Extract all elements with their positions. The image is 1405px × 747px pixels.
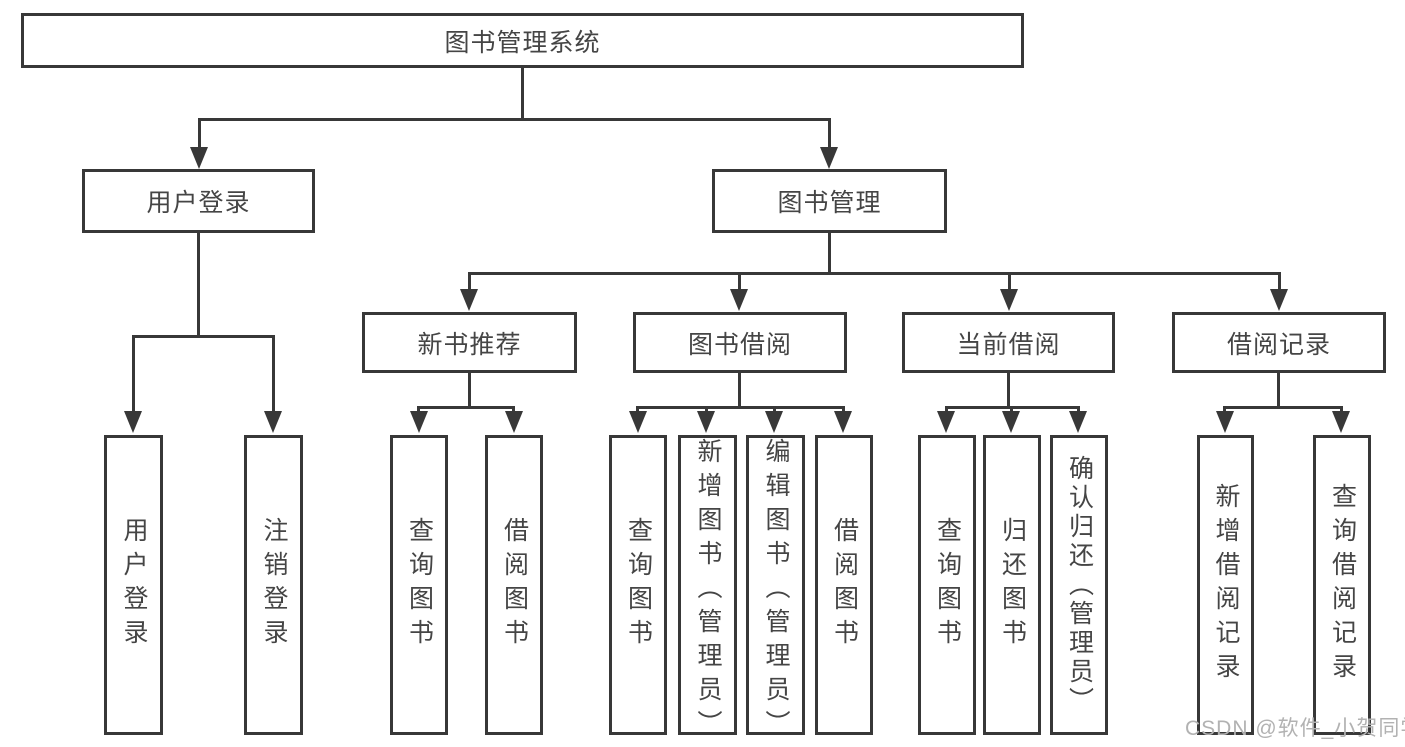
node-new-book-recommend: 新书推荐	[362, 312, 577, 373]
leaf-query-books-1: 查询图书	[390, 435, 448, 735]
connector-line	[521, 68, 524, 118]
node-book-borrow: 图书借阅	[633, 312, 847, 373]
leaf-logout: 注销登录	[244, 435, 303, 735]
arrow-down-icon	[460, 289, 478, 311]
connector-line	[1007, 373, 1010, 406]
leaf-query-books-3: 查询图书	[918, 435, 976, 735]
leaf-add-books-admin: 新增图书（管理员）	[678, 435, 737, 744]
connector-line	[132, 335, 275, 338]
watermark: CSDN @软件_小贺同学	[1185, 717, 1405, 740]
leaf-borrow-books-2: 借阅图书	[815, 435, 873, 735]
leaf-add-borrow-record: 新增借阅记录	[1197, 435, 1254, 735]
connector-line	[272, 335, 275, 420]
arrow-down-icon	[1270, 289, 1288, 311]
connector-line	[636, 406, 845, 409]
arrow-down-icon	[124, 411, 142, 433]
connector-line	[468, 373, 471, 406]
node-borrow-record: 借阅记录	[1172, 312, 1386, 373]
leaf-user-login: 用户登录	[104, 435, 163, 735]
arrow-down-icon	[410, 411, 428, 433]
arrow-down-icon	[765, 411, 783, 433]
node-user-login: 用户登录	[82, 169, 315, 233]
connector-line	[1223, 406, 1343, 409]
leaf-confirm-return-admin: 确认归还（管理员）	[1050, 435, 1108, 735]
connector-line	[828, 118, 831, 152]
arrow-down-icon	[1002, 411, 1020, 433]
arrow-down-icon	[264, 411, 282, 433]
connector-line	[198, 118, 831, 121]
connector-line	[197, 233, 200, 335]
arrow-down-icon	[1000, 289, 1018, 311]
connector-line	[1008, 272, 1011, 294]
connector-line	[738, 272, 741, 294]
connector-line	[828, 233, 831, 272]
connector-line	[468, 272, 471, 294]
arrow-down-icon	[1069, 411, 1087, 433]
arrow-down-icon	[697, 411, 715, 433]
arrow-down-icon	[730, 289, 748, 311]
leaf-query-borrow-record: 查询借阅记录	[1313, 435, 1371, 735]
connector-line	[738, 373, 741, 406]
connector-line	[1278, 272, 1281, 294]
arrow-down-icon	[937, 411, 955, 433]
connector-line	[198, 118, 201, 152]
arrow-down-icon	[834, 411, 852, 433]
connector-line	[417, 406, 515, 409]
arrow-down-icon	[505, 411, 523, 433]
node-current-borrow: 当前借阅	[902, 312, 1115, 373]
leaf-borrow-books-1: 借阅图书	[485, 435, 543, 735]
leaf-query-books-2: 查询图书	[609, 435, 667, 735]
arrow-down-icon	[629, 411, 647, 433]
arrow-down-icon	[1332, 411, 1350, 433]
arrow-down-icon	[190, 147, 208, 169]
arrow-down-icon	[1216, 411, 1234, 433]
connector-line	[468, 272, 1281, 275]
node-book-management: 图书管理	[712, 169, 947, 233]
arrow-down-icon	[820, 147, 838, 169]
connector-line	[1277, 373, 1280, 406]
connector-line	[132, 335, 135, 420]
leaf-return-books: 归还图书	[983, 435, 1041, 735]
node-root: 图书管理系统	[21, 13, 1024, 68]
leaf-edit-books-admin: 编辑图书（管理员）	[746, 435, 805, 744]
